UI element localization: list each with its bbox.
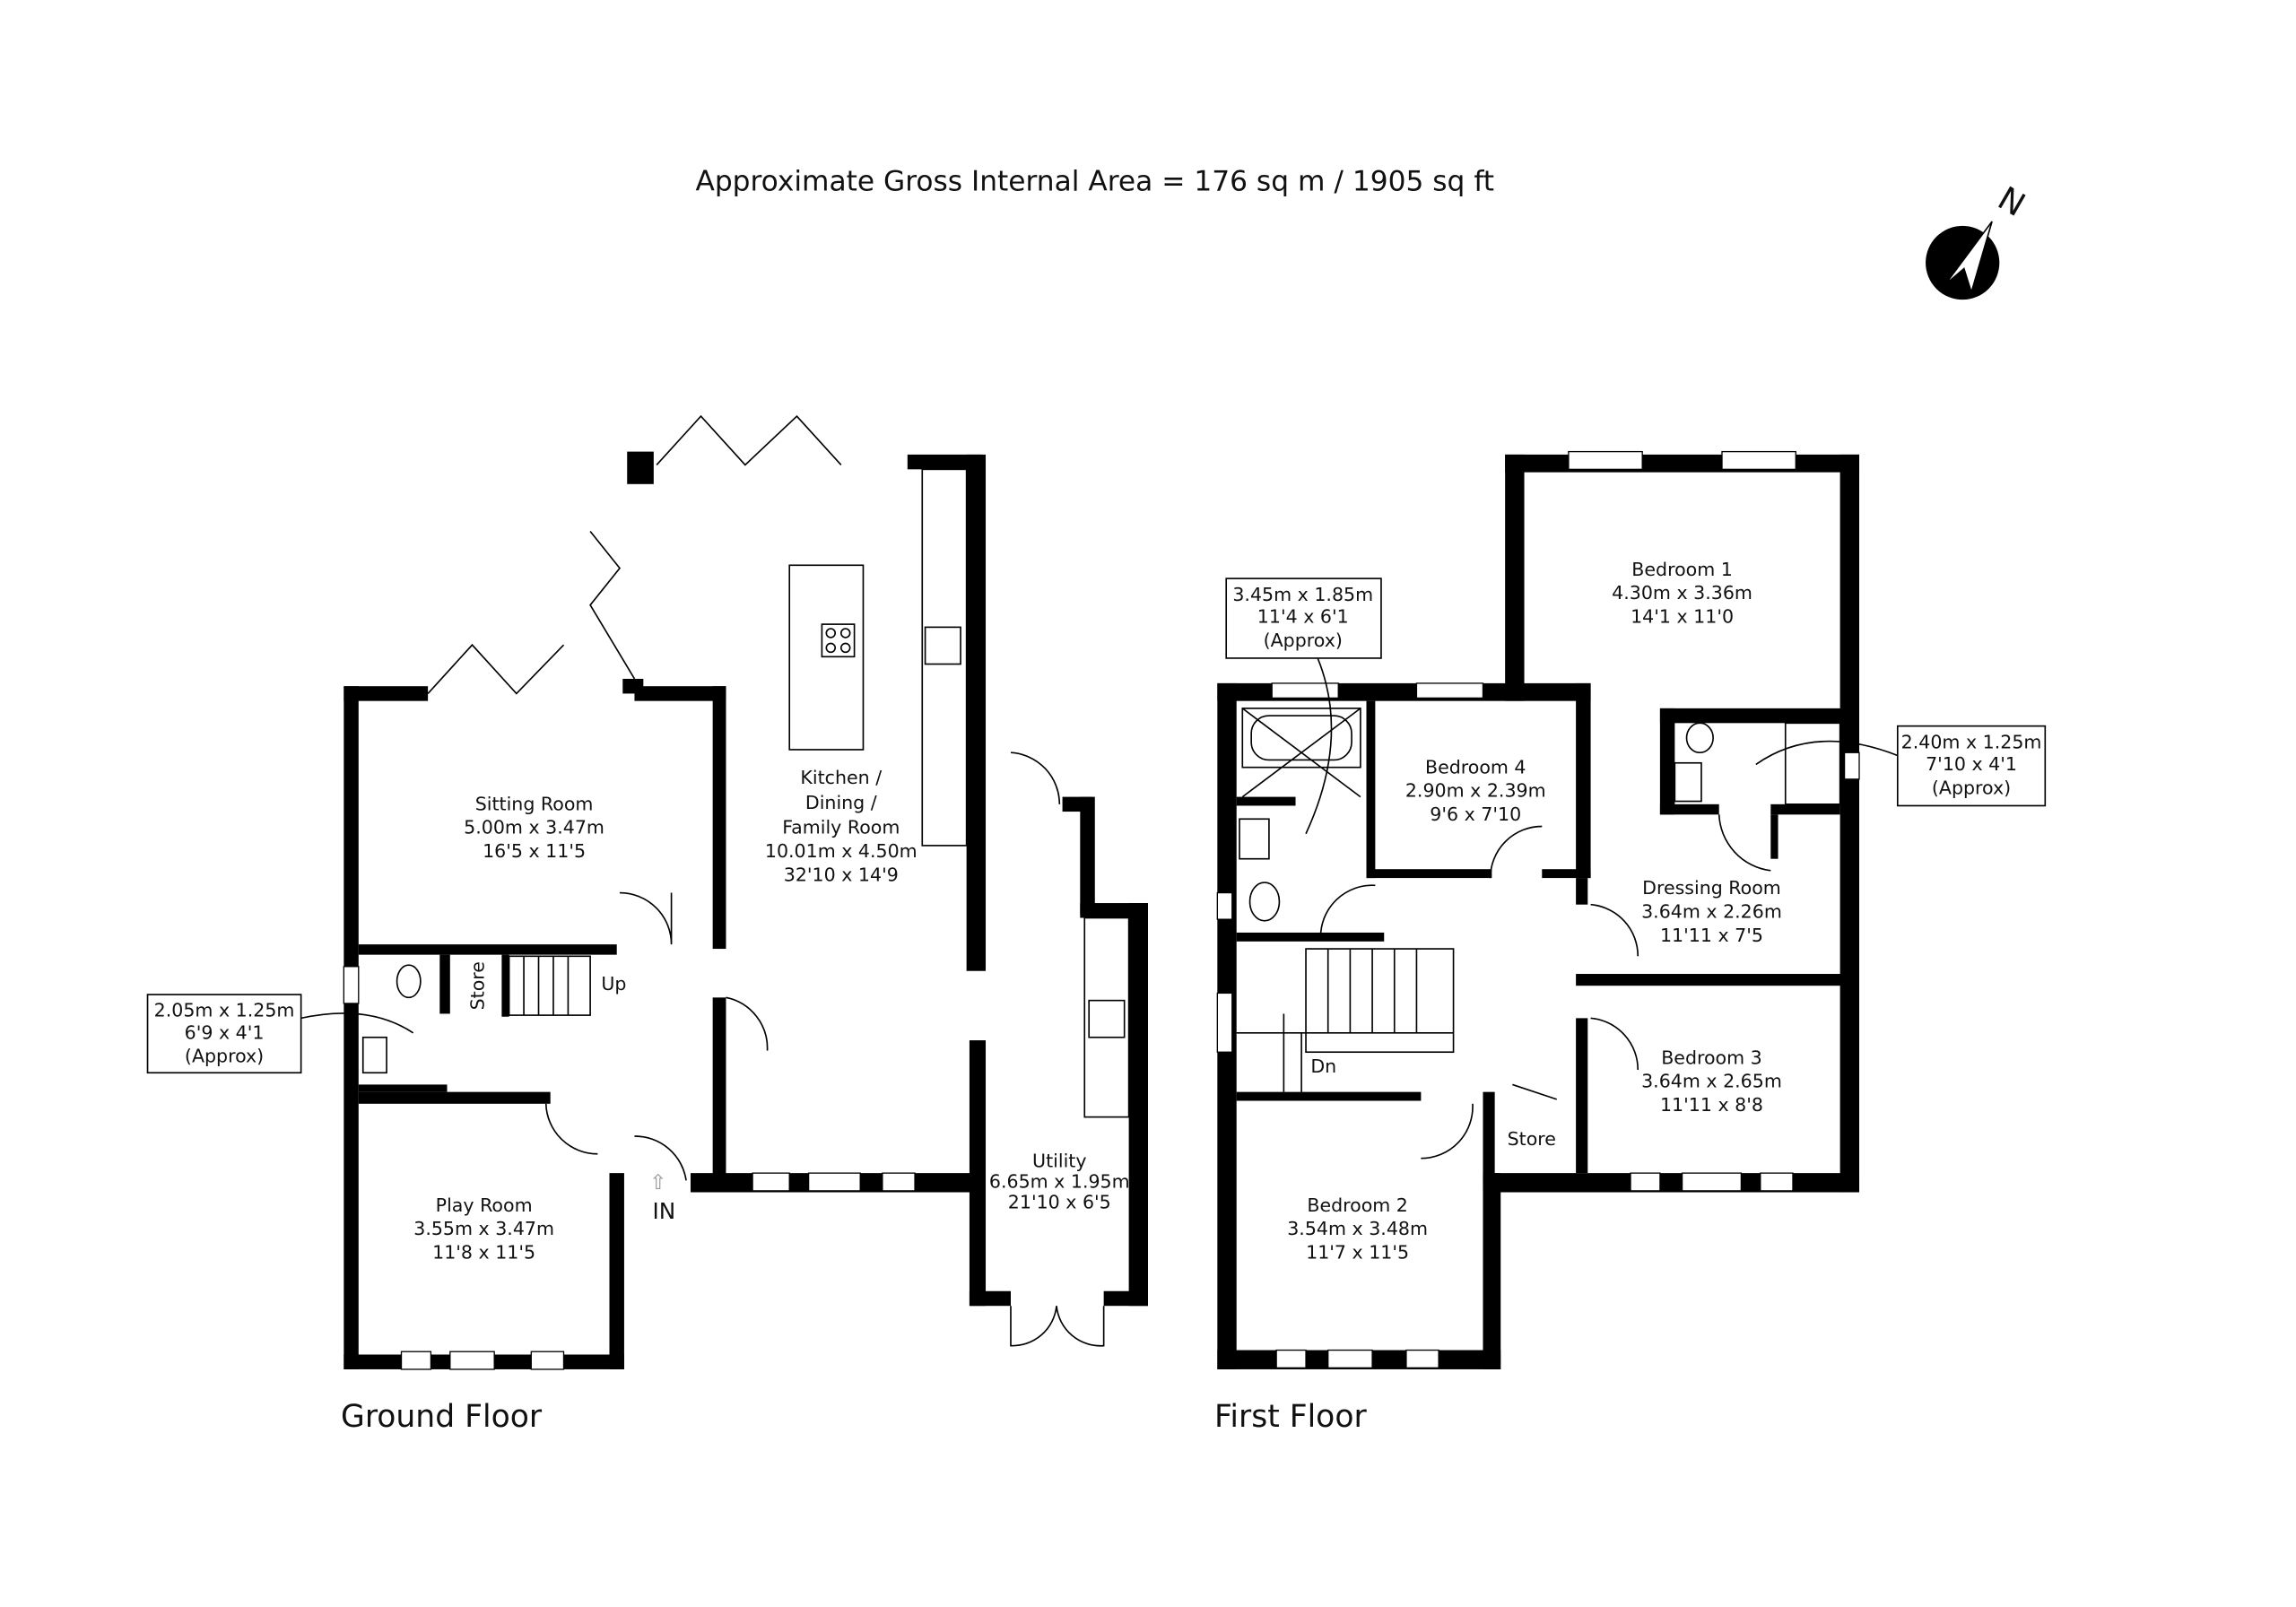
svg-text:3.45m x 1.85m: 3.45m x 1.85m: [1232, 584, 1373, 605]
room-name: Kitchen /: [800, 767, 882, 788]
shower-icon: [1784, 722, 1841, 805]
store-door: [1512, 1083, 1557, 1100]
svg-text:11'11 x 8'8: 11'11 x 8'8: [1660, 1094, 1763, 1116]
svg-text:11'7 x 11'5: 11'7 x 11'5: [1306, 1242, 1409, 1264]
room-name: Dining /: [805, 792, 877, 813]
svg-text:Dressing Room: Dressing Room: [1642, 877, 1781, 899]
stairs-down: [1236, 948, 1455, 1095]
utility-worktop: [1083, 916, 1130, 1118]
stairs-down-label: Dn: [1310, 1055, 1336, 1077]
room-bedroom-4: Bedroom 4 2.90m x 2.39m 9'6 x 7'10: [1405, 756, 1546, 825]
svg-text:11'4 x 6'1: 11'4 x 6'1: [1257, 605, 1349, 627]
room-utility: Utility 6.65m x 1.95m 21'10 x 6'5: [989, 1151, 1130, 1213]
room-name: Family Room: [782, 817, 900, 838]
svg-text:2.40m x 1.25m: 2.40m x 1.25m: [1901, 731, 2042, 752]
svg-text:14'1 x 11'0: 14'1 x 11'0: [1631, 605, 1734, 627]
svg-text:Bedroom 3: Bedroom 3: [1661, 1047, 1762, 1068]
svg-text:4.30m x 3.36m: 4.30m x 3.36m: [1612, 582, 1752, 604]
room-metric: 3.55m x 3.47m: [413, 1218, 554, 1239]
french-doors: [1010, 1306, 1105, 1347]
svg-text:(Approx): (Approx): [1932, 777, 2011, 798]
svg-text:Bedroom 1: Bedroom 1: [1631, 559, 1733, 580]
bifold-door: [656, 414, 842, 466]
ground-floor-plan: Sitting Room 5.00m x 3.47m 16'5 x 11'5 K…: [146, 414, 1148, 1435]
door-swing: [1010, 751, 1061, 804]
room-dressing-room: Dressing Room 3.64m x 2.26m 11'11 x 7'5: [1641, 877, 1782, 946]
svg-text:3.64m x 2.26m: 3.64m x 2.26m: [1641, 901, 1782, 923]
svg-text:(Approx): (Approx): [185, 1046, 264, 1067]
toilet-icon: [1248, 882, 1281, 922]
door-swing: [1489, 825, 1543, 879]
svg-text:7'10 x 4'1: 7'10 x 4'1: [1926, 753, 2017, 775]
door-swing: [1421, 1103, 1474, 1160]
door-swing: [620, 891, 673, 945]
room-bedroom-3: Bedroom 3 3.64m x 2.65m 11'11 x 8'8: [1641, 1047, 1782, 1116]
stairs-up: [508, 955, 591, 1016]
entrance-label: IN: [653, 1198, 676, 1224]
room-metric: 6.65m x 1.95m: [989, 1171, 1130, 1193]
room-bedroom-1: Bedroom 1 4.30m x 3.36m 14'1 x 11'0: [1612, 559, 1752, 628]
callout-ensuite: 2.40m x 1.25m 7'10 x 4'1 (Approx): [1755, 725, 2047, 807]
svg-text:3.54m x 3.48m: 3.54m x 3.48m: [1287, 1218, 1428, 1239]
room-imperial: 16'5 x 11'5: [483, 840, 586, 862]
compass-label: N: [1991, 178, 2031, 224]
front-door: [634, 1135, 687, 1181]
room-sitting-room: Sitting Room 5.00m x 3.47m 16'5 x 11'5: [464, 793, 604, 862]
basin-icon: [1239, 818, 1270, 860]
bifold-door: [427, 643, 565, 695]
room-imperial: 32'10 x 14'9: [784, 864, 899, 885]
room-play-room: Play Room 3.55m x 3.47m 11'8 x 11'5: [413, 1194, 554, 1264]
toilet-icon: [1685, 722, 1714, 754]
gross-area-title: Approximate Gross Internal Area = 176 sq…: [695, 165, 1494, 197]
kitchen-island: [788, 564, 865, 751]
entrance-arrow-icon: ⇧: [649, 1171, 666, 1194]
room-kitchen-dining-family: Kitchen / Dining / Family Room 10.01m x …: [765, 767, 918, 886]
callout-wc: 2.05m x 1.25m 6'9 x 4'1 (Approx): [146, 994, 414, 1074]
callout-bathroom: 3.45m x 1.85m 11'4 x 6'1 (Approx): [1225, 578, 1382, 835]
svg-text:9'6 x 7'10: 9'6 x 7'10: [1430, 804, 1521, 825]
room-name: Sitting Room: [475, 793, 594, 814]
room-imperial: 11'8 x 11'5: [432, 1242, 535, 1264]
stairs-up-label: Up: [601, 973, 626, 995]
svg-text:11'11 x 7'5: 11'11 x 7'5: [1660, 925, 1763, 946]
svg-text:2.05m x 1.25m: 2.05m x 1.25m: [154, 1000, 295, 1021]
room-metric: 5.00m x 3.47m: [464, 817, 604, 838]
svg-text:3.64m x 2.65m: 3.64m x 2.65m: [1641, 1071, 1782, 1092]
door-swing: [544, 1103, 598, 1155]
bifold-door: [589, 530, 636, 680]
door-swing: [1590, 1017, 1639, 1070]
room-metric: 10.01m x 4.50m: [765, 840, 918, 862]
room-imperial: 21'10 x 6'5: [1008, 1192, 1111, 1213]
svg-text:(Approx): (Approx): [1264, 630, 1343, 651]
svg-text:Bedroom 4: Bedroom 4: [1425, 756, 1526, 777]
sink-icon: [1088, 999, 1126, 1038]
kitchen-worktop: [921, 468, 968, 847]
door-swing: [1718, 814, 1771, 872]
room-bedroom-2: Bedroom 2 3.54m x 3.48m 11'7 x 11'5: [1287, 1194, 1428, 1264]
store-label: Store: [1508, 1128, 1556, 1150]
hob-icon: [821, 623, 856, 658]
sink-icon: [924, 626, 961, 665]
floor-title-ground: Ground Floor: [341, 1399, 543, 1435]
floor-title-first: First Floor: [1214, 1399, 1367, 1435]
room-name: Utility: [1032, 1151, 1086, 1172]
svg-text:2.90m x 2.39m: 2.90m x 2.39m: [1405, 780, 1546, 802]
store-label: Store: [467, 961, 489, 1010]
basin-icon: [361, 1036, 387, 1074]
door-swing: [726, 996, 769, 1051]
toilet-icon: [396, 964, 422, 999]
first-floor-plan: Bedroom 1 4.30m x 3.36m 14'1 x 11'0 Bedr…: [1214, 450, 2047, 1435]
door-swing: [1590, 903, 1639, 957]
basin-icon: [1674, 761, 1702, 803]
room-name: Play Room: [436, 1194, 533, 1216]
door-swing: [1319, 884, 1376, 939]
bath-icon: [1241, 708, 1361, 798]
svg-text:6'9 x 4'1: 6'9 x 4'1: [185, 1021, 265, 1043]
compass-north-icon: N: [1926, 178, 2031, 300]
svg-text:Bedroom 2: Bedroom 2: [1307, 1194, 1408, 1216]
